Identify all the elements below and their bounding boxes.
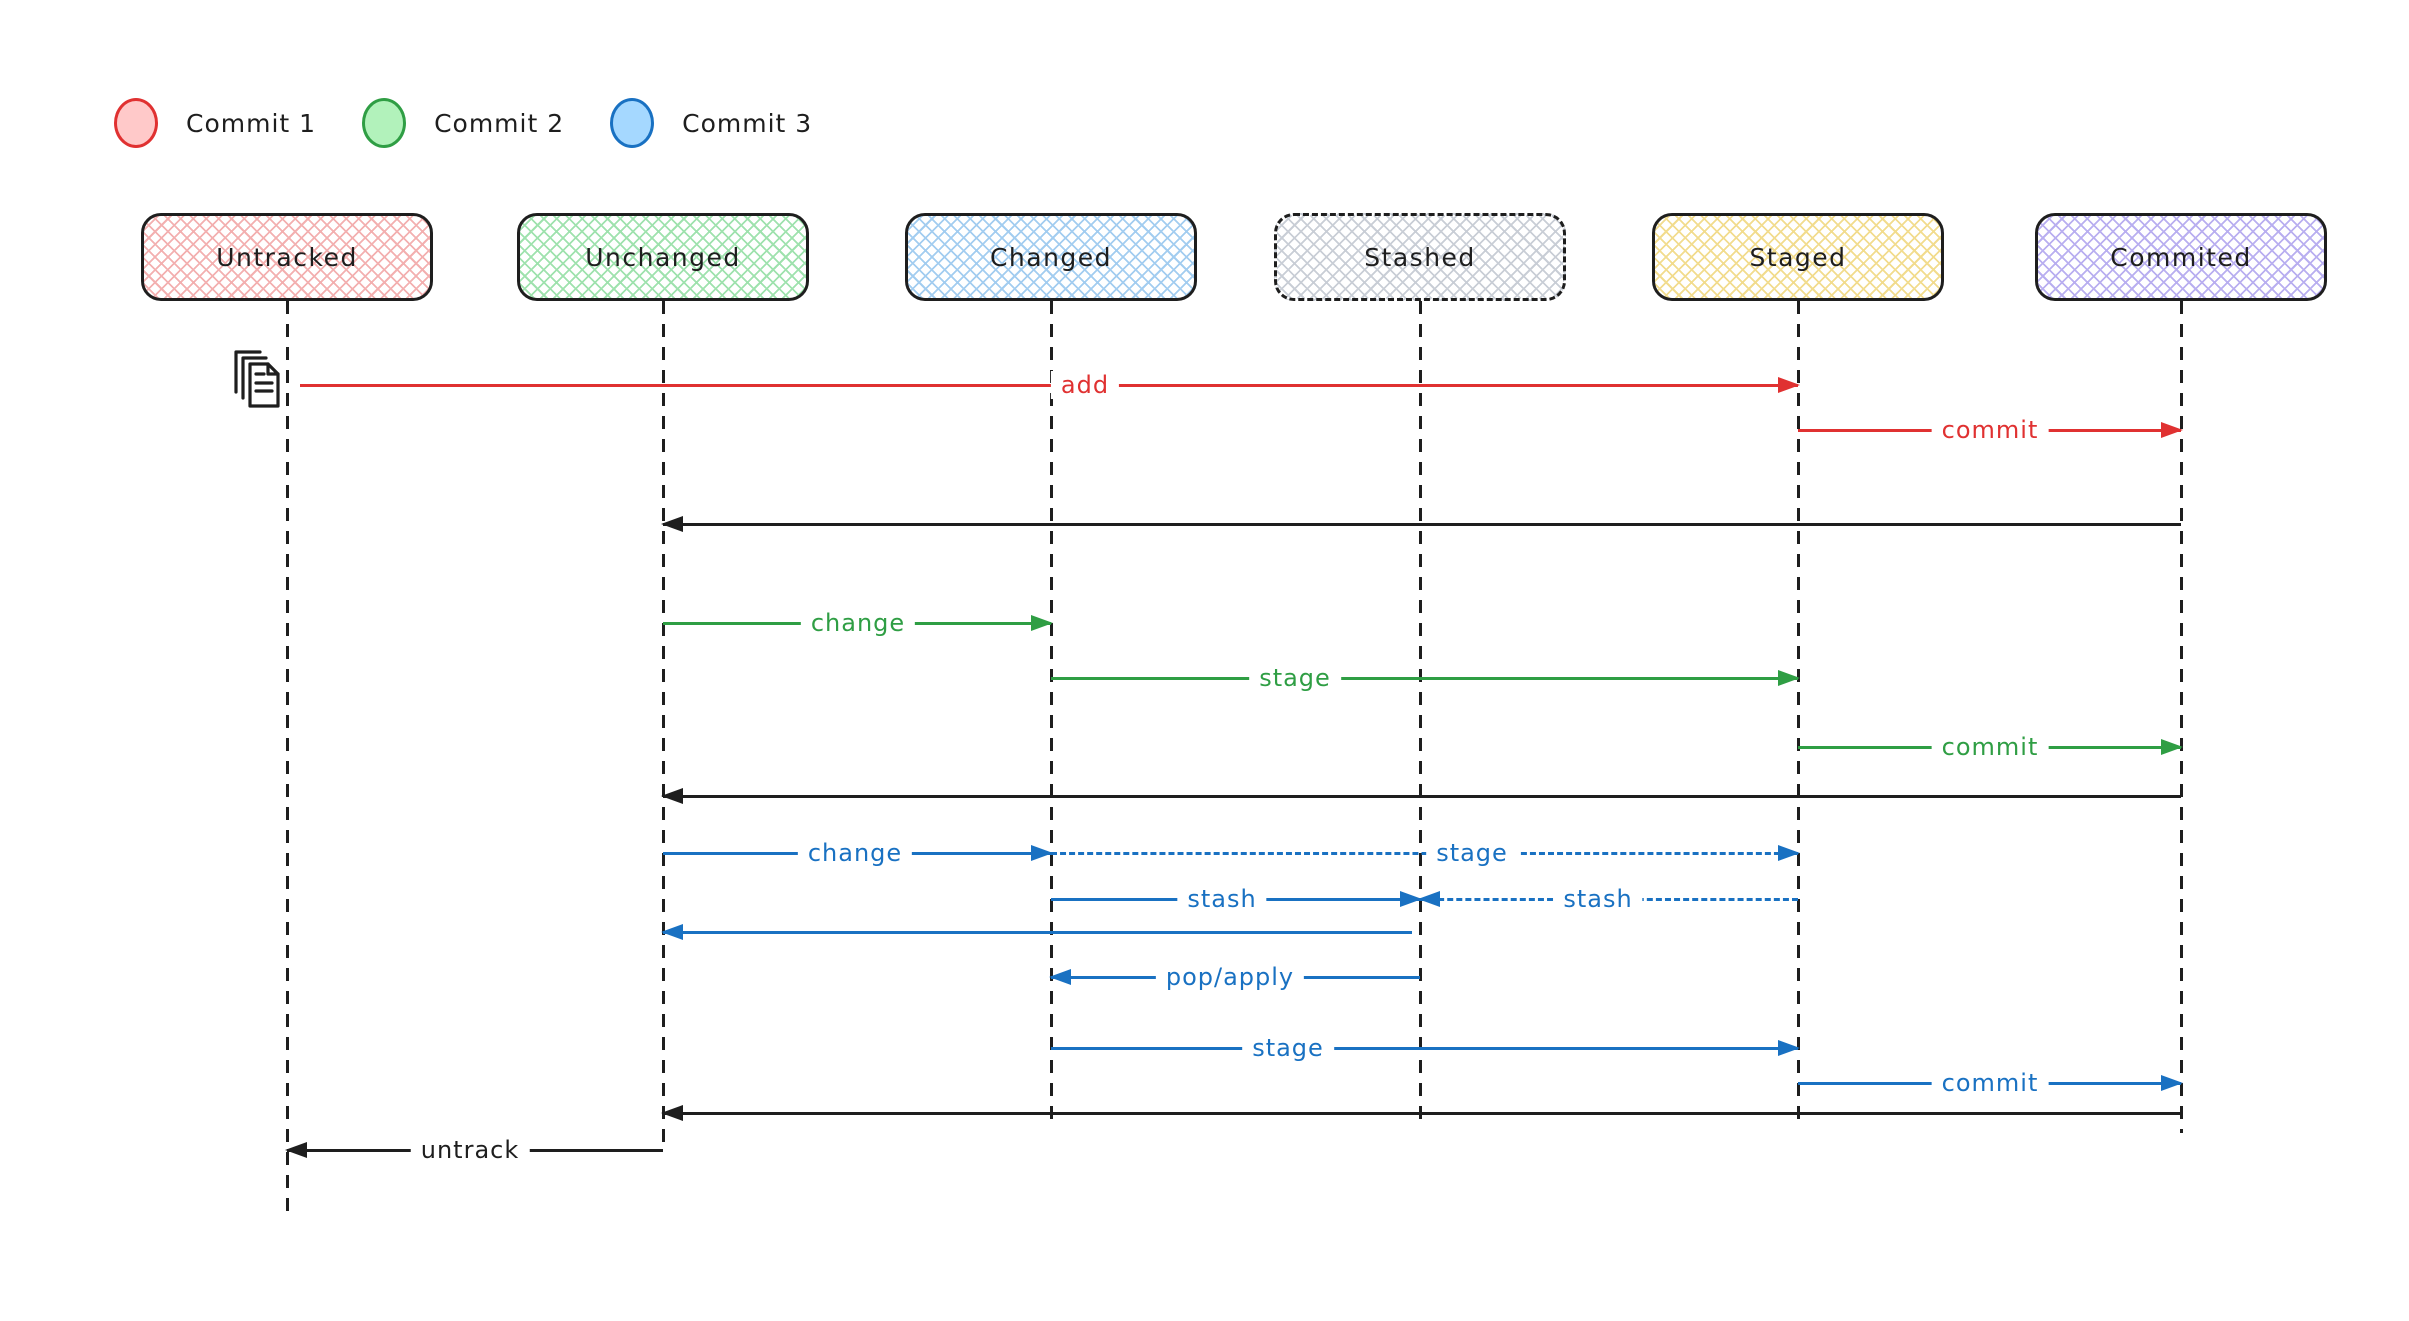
legend-label: Commit 1 (186, 108, 317, 138)
arrow-label: stash (1553, 885, 1643, 913)
untrack-arrow: untrack (285, 1136, 663, 1164)
arrowhead-left-icon (661, 516, 683, 532)
lifeline-commited (2179, 301, 2183, 1133)
state-box-label: Stashed (1364, 242, 1476, 272)
lifeline-unchanged (661, 301, 665, 1152)
arrowhead-left-icon (661, 924, 683, 940)
arrowhead-right-icon (1031, 845, 1053, 861)
change2-arrow: change (663, 609, 1053, 637)
commit-legend: Commit 1 Commit 2 Commit 3 (114, 98, 812, 148)
arrow-label: change (797, 839, 913, 867)
arrow-label: commit (1931, 1069, 2049, 1097)
arrowhead-right-icon (2161, 422, 2183, 438)
arrow-label: stash (1177, 885, 1267, 913)
commit-1-circle-icon (114, 98, 158, 148)
legend-label: Commit 2 (434, 108, 565, 138)
legend-label: Commit 3 (682, 108, 813, 138)
pop-apply-arrow: pop/apply (1049, 963, 1420, 991)
arrow-label: commit (1931, 733, 2049, 761)
state-box-label: Staged (1749, 242, 1847, 272)
arrow-label: untrack (410, 1136, 530, 1164)
arrowhead-right-icon (1778, 670, 1800, 686)
state-box-staged: Staged (1652, 213, 1944, 301)
state-box-label: Commited (2110, 242, 2252, 272)
legend-item-3: Commit 3 (610, 98, 812, 148)
state-box-unchanged: Unchanged (517, 213, 809, 301)
lifeline-untracked (285, 301, 289, 1215)
commit3-arrow: commit (1798, 1069, 2183, 1097)
arrowhead-right-icon (1778, 845, 1800, 861)
add-arrow: add (300, 371, 1800, 399)
arrowhead-right-icon (2161, 739, 2183, 755)
arrow-label: stage (1426, 839, 1518, 867)
state-box-label: Untracked (216, 242, 358, 272)
state-box-stashed: Stashed (1274, 213, 1566, 301)
arrow-label: commit (1931, 416, 2049, 444)
arrow-label: pop/apply (1155, 963, 1305, 991)
stash-dashed-arrow: stash (1418, 885, 1798, 913)
state-box-commited: Commited (2035, 213, 2327, 301)
arrow-label: change (800, 609, 916, 637)
commit-2-circle-icon (362, 98, 407, 148)
stage3-arrow: stage (1051, 1034, 1800, 1062)
commit-3-circle-icon (610, 98, 655, 148)
lifeline-stashed (1418, 301, 1422, 1127)
commit1-arrow: commit (1798, 416, 2183, 444)
state-box-untracked: Untracked (141, 213, 433, 301)
arrowhead-right-icon (1778, 377, 1800, 393)
reset2-arrow (661, 788, 2181, 804)
legend-item-2: Commit 2 (362, 98, 564, 148)
state-box-label: Changed (989, 242, 1113, 272)
arrowhead-left-icon (285, 1142, 307, 1158)
unstash-return-arrow (661, 924, 1412, 940)
commit2-arrow: commit (1798, 733, 2183, 761)
arrow-label: stage (1249, 664, 1341, 692)
lifeline-changed (1049, 301, 1053, 1127)
arrowhead-left-icon (1049, 969, 1071, 985)
lifeline-staged (1796, 301, 1800, 1127)
change3-arrow: change (663, 839, 1053, 867)
arrowhead-left-icon (1418, 891, 1440, 907)
arrowhead-right-icon (1400, 891, 1422, 907)
arrow-label: stage (1242, 1034, 1334, 1062)
arrowhead-right-icon (1031, 615, 1053, 631)
reset3-arrow (661, 1105, 2181, 1121)
state-box-label: Unchanged (585, 242, 741, 272)
state-box-changed: Changed (905, 213, 1197, 301)
arrow-label: add (1050, 371, 1120, 399)
arrowhead-left-icon (661, 788, 683, 804)
arrowhead-right-icon (2161, 1075, 2183, 1091)
reset1-arrow (661, 516, 2181, 532)
arrowhead-left-icon (661, 1105, 683, 1121)
files-icon (234, 350, 280, 408)
legend-item-1: Commit 1 (114, 98, 316, 148)
stage3-dashed-arrow: stage (1051, 839, 1800, 867)
arrowhead-right-icon (1778, 1040, 1800, 1056)
stash-arrow: stash (1051, 885, 1422, 913)
stage2-arrow: stage (1051, 664, 1800, 692)
